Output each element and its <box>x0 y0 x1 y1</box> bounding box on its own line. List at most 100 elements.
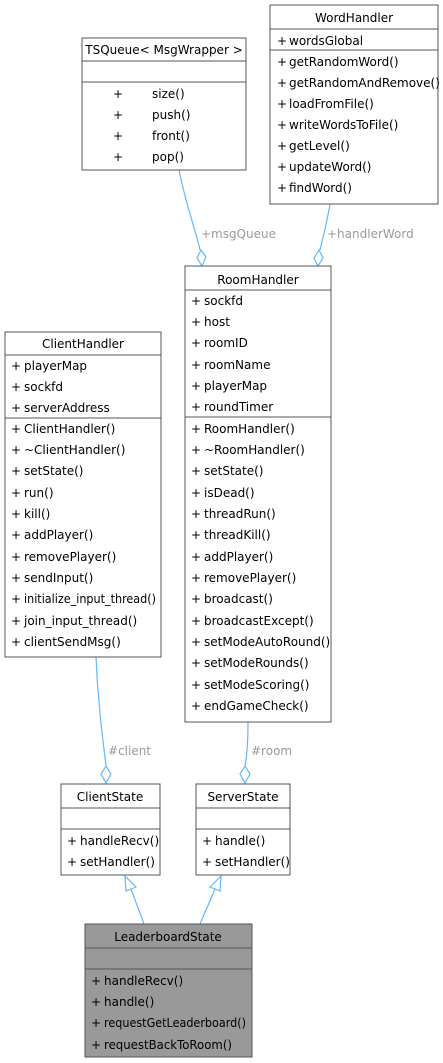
method-item: isDead() <box>204 486 255 500</box>
member-visibility: + <box>191 443 201 457</box>
class-clientstate[interactable]: ClientState + handleRecv() + setHandler(… <box>60 783 161 876</box>
edge-label-handlerword: +handlerWord <box>327 227 414 241</box>
member-visibility: + <box>91 1038 101 1052</box>
edge-label-client: #client <box>108 744 151 758</box>
class-title: ClientHandler <box>42 337 124 351</box>
relation-msgqueue: +msgQueue <box>178 169 276 268</box>
method-item: addPlayer() <box>204 550 273 564</box>
method-item: writeWordsToFile() <box>289 118 398 132</box>
member-visibility: + <box>277 139 287 153</box>
member-visibility: + <box>191 635 201 649</box>
class-roomhandler[interactable]: RoomHandler + sockfd + host + roomID + r… <box>184 265 332 723</box>
member-visibility: + <box>191 422 201 436</box>
member-visibility: + <box>11 571 21 585</box>
class-wordhandler[interactable]: WordHandler + wordsGlobal + getRandomWor… <box>269 4 440 205</box>
method-item: requestBackToRoom() <box>104 1038 232 1052</box>
member-visibility: + <box>11 359 21 373</box>
method-item: setHandler() <box>215 855 290 869</box>
class-title: WordHandler <box>315 11 393 25</box>
relation-client: #client <box>95 656 151 785</box>
class-clienthandler[interactable]: ClientHandler + playerMap + sockfd + ser… <box>4 331 162 658</box>
member-visibility: + <box>113 129 123 143</box>
method-item: initialize_input_thread() <box>24 592 156 606</box>
member-visibility: + <box>277 76 287 90</box>
member-visibility: + <box>11 507 21 521</box>
method-item: getRandomAndRemove() <box>289 76 440 90</box>
method-item: front() <box>152 129 190 143</box>
class-tsqueue[interactable]: TSQueue< MsgWrapper > + size() + push() … <box>81 37 247 171</box>
inheritance-arrow <box>124 874 138 892</box>
member-visibility: + <box>113 150 123 164</box>
composition-diamond <box>313 248 324 268</box>
member-visibility: + <box>11 592 21 606</box>
relation-room: #room <box>239 721 292 785</box>
attribute-item: roundTimer <box>204 400 273 414</box>
attribute-item: serverAddress <box>24 401 110 415</box>
member-visibility: + <box>277 55 287 69</box>
method-item: removePlayer() <box>204 571 296 585</box>
member-visibility: + <box>191 379 201 393</box>
method-item: setState() <box>204 464 263 478</box>
class-serverstate[interactable]: ServerState + handle() + setHandler() <box>195 783 291 876</box>
member-visibility: + <box>113 108 123 122</box>
member-visibility: + <box>191 528 201 542</box>
member-visibility: + <box>11 528 21 542</box>
member-visibility: + <box>11 614 21 628</box>
method-item: requestGetLeaderboard() <box>104 1016 246 1030</box>
attribute-item: roomID <box>204 336 248 350</box>
inheritance-arrow <box>208 874 222 892</box>
method-item: kill() <box>24 507 50 521</box>
member-visibility: + <box>191 464 201 478</box>
method-item: size() <box>152 87 185 101</box>
class-title: ClientState <box>77 790 144 804</box>
method-item: updateWord() <box>289 160 372 174</box>
member-visibility: + <box>191 699 201 713</box>
member-visibility: + <box>11 380 21 394</box>
edge-label-msgqueue: +msgQueue <box>201 227 276 241</box>
class-leaderboardstate[interactable]: LeaderboardState + handleRecv() + handle… <box>84 923 253 1058</box>
method-item: setModeScoring() <box>204 678 309 692</box>
member-visibility: + <box>191 678 201 692</box>
method-item: clientSendMsg() <box>24 635 121 649</box>
relation-inherit-serverstate <box>199 874 222 925</box>
method-item: RoomHandler() <box>204 422 295 436</box>
method-item: broadcast() <box>204 592 273 606</box>
attribute-item: playerMap <box>204 379 267 393</box>
method-item: handleRecv() <box>80 834 159 848</box>
method-item: findWord() <box>289 181 352 195</box>
member-visibility: + <box>11 422 21 436</box>
method-item: sendInput() <box>24 571 93 585</box>
member-visibility: + <box>202 855 212 869</box>
method-item: threadRun() <box>204 507 276 521</box>
class-title: LeaderboardState <box>114 930 222 944</box>
member-visibility: + <box>11 443 21 457</box>
method-item: handleRecv() <box>104 974 183 988</box>
member-visibility: + <box>202 834 212 848</box>
member-visibility: + <box>191 592 201 606</box>
method-item: push() <box>152 108 190 122</box>
composition-diamond <box>239 764 251 785</box>
member-visibility: + <box>191 486 201 500</box>
method-item: getRandomWord() <box>289 55 399 69</box>
method-item: run() <box>24 486 54 500</box>
method-item: getLevel() <box>289 139 350 153</box>
method-item: join_input_thread() <box>23 614 137 628</box>
member-visibility: + <box>277 160 287 174</box>
attribute-item: host <box>204 315 230 329</box>
method-item: ~ClientHandler() <box>24 443 125 457</box>
member-visibility: + <box>11 401 21 415</box>
member-visibility: + <box>191 400 201 414</box>
attribute-item: playerMap <box>24 359 87 373</box>
member-visibility: + <box>191 507 201 521</box>
method-item: setState() <box>24 464 83 478</box>
member-visibility: + <box>191 656 201 670</box>
method-item: setModeAutoRound() <box>204 635 330 649</box>
attribute-item: wordsGlobal <box>289 34 363 48</box>
member-visibility: + <box>11 464 21 478</box>
method-item: ClientHandler() <box>24 422 115 436</box>
attribute-item: roomName <box>204 358 270 372</box>
member-visibility: + <box>113 87 123 101</box>
method-item: setModeRounds() <box>204 656 309 670</box>
member-visibility: + <box>191 571 201 585</box>
